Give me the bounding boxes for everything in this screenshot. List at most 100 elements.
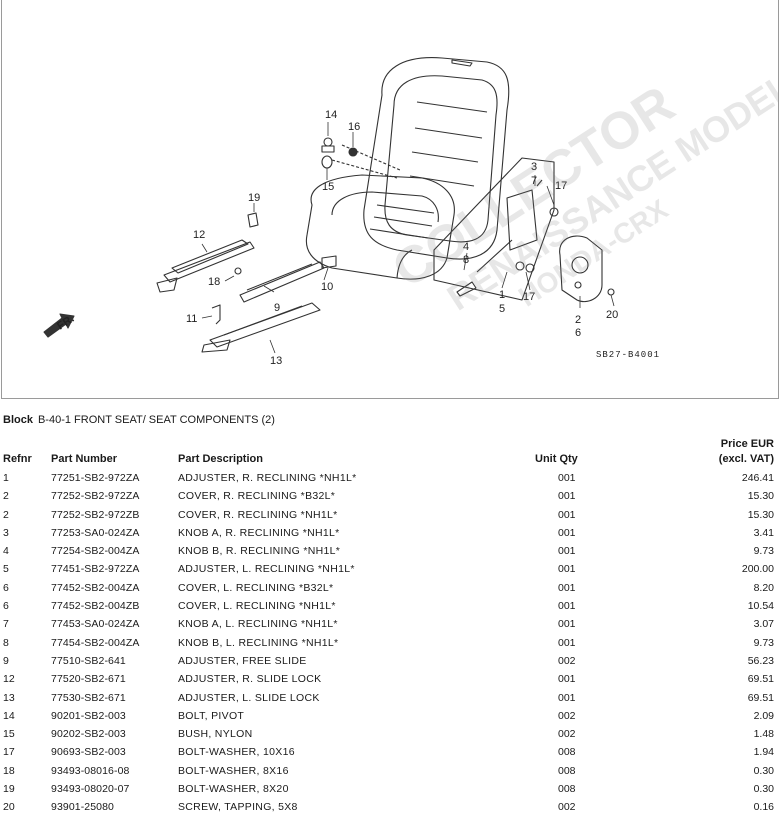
part-number-cell: 77454-SB2-004ZA (51, 636, 140, 649)
part-number-cell: 90201-SB2-003 (51, 709, 126, 722)
callout-9: 9 (274, 302, 280, 314)
part-description-cell: COVER, R. RECLINING *B32L* (178, 490, 336, 503)
price-header-line-1: Price EUR (720, 438, 774, 450)
parts-diagram: 14 16 15 19 12 18 10 9 11 13 3 7 17 4 8 … (1, 0, 779, 399)
unit-qty-column-header: Unit Qty (535, 453, 578, 465)
price-cell: 3.41 (753, 526, 774, 539)
drawing-code: SB27-B4001 (596, 350, 660, 360)
part-number-cell: 77452-SB2-004ZA (51, 581, 140, 594)
part-description-cell: ADJUSTER, L. RECLINING *NH1L* (178, 563, 355, 576)
recliner-drawing (433, 157, 559, 301)
refnr-column-header: Refnr (3, 453, 32, 465)
callout-17-bottom: 17 (523, 291, 535, 303)
callout-7: 7 (531, 175, 537, 187)
refnr-cell: 9 (3, 654, 9, 667)
refnr-cell: 18 (3, 764, 15, 777)
part-number-cell: 77452-SB2-004ZB (51, 600, 140, 613)
unit-qty-cell: 001 (558, 490, 576, 503)
parts-table: 1 77251-SB2-972ZA ADJUSTER, R. RECLINING *… (0, 472, 780, 820)
unit-qty-cell: 001 (558, 508, 576, 521)
refnr-cell: 15 (3, 728, 15, 741)
part-description-cell: ADJUSTER, R. RECLINING *NH1L* (178, 472, 357, 484)
price-cell: 0.16 (753, 801, 774, 814)
unit-qty-cell: 001 (558, 472, 576, 484)
unit-qty-cell: 008 (558, 764, 576, 777)
seat-back-drawing (363, 57, 510, 260)
part-description-cell: COVER, L. RECLINING *B32L* (178, 581, 334, 594)
price-cell: 56.23 (747, 654, 774, 667)
part-description-cell: COVER, L. RECLINING *NH1L* (178, 600, 336, 613)
refnr-cell: 8 (3, 636, 9, 649)
unit-qty-cell: 001 (558, 618, 576, 631)
refnr-cell: 3 (3, 526, 9, 539)
part-description-cell: BOLT-WASHER, 8X16 (178, 764, 289, 777)
unit-qty-cell: 001 (558, 600, 576, 613)
refnr-cell: 13 (3, 691, 15, 704)
price-cell: 8.20 (753, 581, 774, 594)
price-cell: 15.30 (747, 490, 774, 503)
part-description-cell: KNOB B, R. RECLINING *NH1L* (178, 545, 341, 558)
refnr-cell: 19 (3, 783, 15, 796)
price-cell: 200.00 (741, 563, 774, 576)
callout-12: 12 (193, 229, 205, 241)
callout-8: 8 (463, 254, 469, 266)
part-description-cell: BOLT-WASHER, 8X20 (178, 783, 289, 796)
price-cell: 0.30 (753, 783, 774, 796)
table-row: 1 77251-SB2-972ZA ADJUSTER, R. RECLINING *… (0, 472, 780, 490)
price-cell: 69.51 (747, 691, 774, 704)
part-description-cell: BOLT-WASHER, 10X16 (178, 746, 295, 759)
refnr-cell: 1 (3, 472, 9, 484)
part-number-cell: 90693-SB2-003 (51, 746, 126, 759)
front-arrow-icon (43, 313, 75, 338)
price-cell: 10.54 (747, 600, 774, 613)
part-number-cell: 77251-SB2-972ZA (51, 472, 140, 484)
block-name: B-40-1 FRONT SEAT/ SEAT COMPONENTS (2) (37, 414, 275, 426)
part-description-cell: COVER, R. RECLINING *NH1L* (178, 508, 338, 521)
callout-1: 1 (499, 289, 505, 301)
unit-qty-cell: 001 (558, 526, 576, 539)
unit-qty-cell: 001 (558, 673, 576, 686)
table-row: 6 77452-SB2-004ZB COVER, L. RECLINING *NH1… (0, 600, 780, 618)
seat-exploded-view: 14 16 15 19 12 18 10 9 11 13 3 7 17 4 8 … (43, 57, 660, 367)
callout-6: 6 (575, 327, 581, 339)
refnr-cell: 20 (3, 801, 15, 814)
part-number-cell: 93493-08016-08 (51, 764, 130, 777)
part-description-cell: ADJUSTER, R. SLIDE LOCK (178, 673, 322, 686)
part-number-cell: 77451-SB2-972ZA (51, 563, 140, 576)
unit-qty-cell: 002 (558, 801, 576, 814)
price-cell: 9.73 (753, 545, 774, 558)
refnr-cell: 4 (3, 545, 9, 558)
unit-qty-cell: 002 (558, 728, 576, 741)
callout-labels: 14 16 15 19 12 18 10 9 11 13 3 7 17 4 8 … (55, 109, 660, 367)
part-number-cell: 93901-25080 (51, 801, 114, 814)
callout-14: 14 (325, 109, 337, 121)
callout-11: 11 (186, 313, 197, 325)
table-row: 20 93901-25080 SCREW, TAPPING, 5X8 002 0.16 (0, 801, 780, 819)
part-description-column-header: Part Description (178, 453, 263, 465)
price-cell: 69.51 (747, 673, 774, 686)
callout-3: 3 (531, 161, 537, 173)
callout-13: 13 (270, 355, 282, 367)
part-description-cell: ADJUSTER, FREE SLIDE (178, 654, 307, 667)
callout-5: 5 (499, 303, 505, 315)
recliner-cover-drawing (559, 235, 615, 303)
part-number-cell: 77453-SA0-024ZA (51, 618, 140, 631)
unit-qty-cell: 001 (558, 545, 576, 558)
part-description-cell: KNOB A, R. RECLINING *NH1L* (178, 526, 340, 539)
part-description-cell: SCREW, TAPPING, 5X8 (178, 801, 298, 814)
refnr-cell: 6 (3, 600, 9, 613)
part-description-cell: ADJUSTER, L. SLIDE LOCK (178, 691, 320, 704)
part-description-cell: BOLT, PIVOT (178, 709, 245, 722)
refnr-cell: 2 (3, 508, 9, 521)
part-number-cell: 77253-SA0-024ZA (51, 526, 140, 539)
refnr-cell: 14 (3, 709, 15, 722)
callout-2: 2 (575, 314, 581, 326)
